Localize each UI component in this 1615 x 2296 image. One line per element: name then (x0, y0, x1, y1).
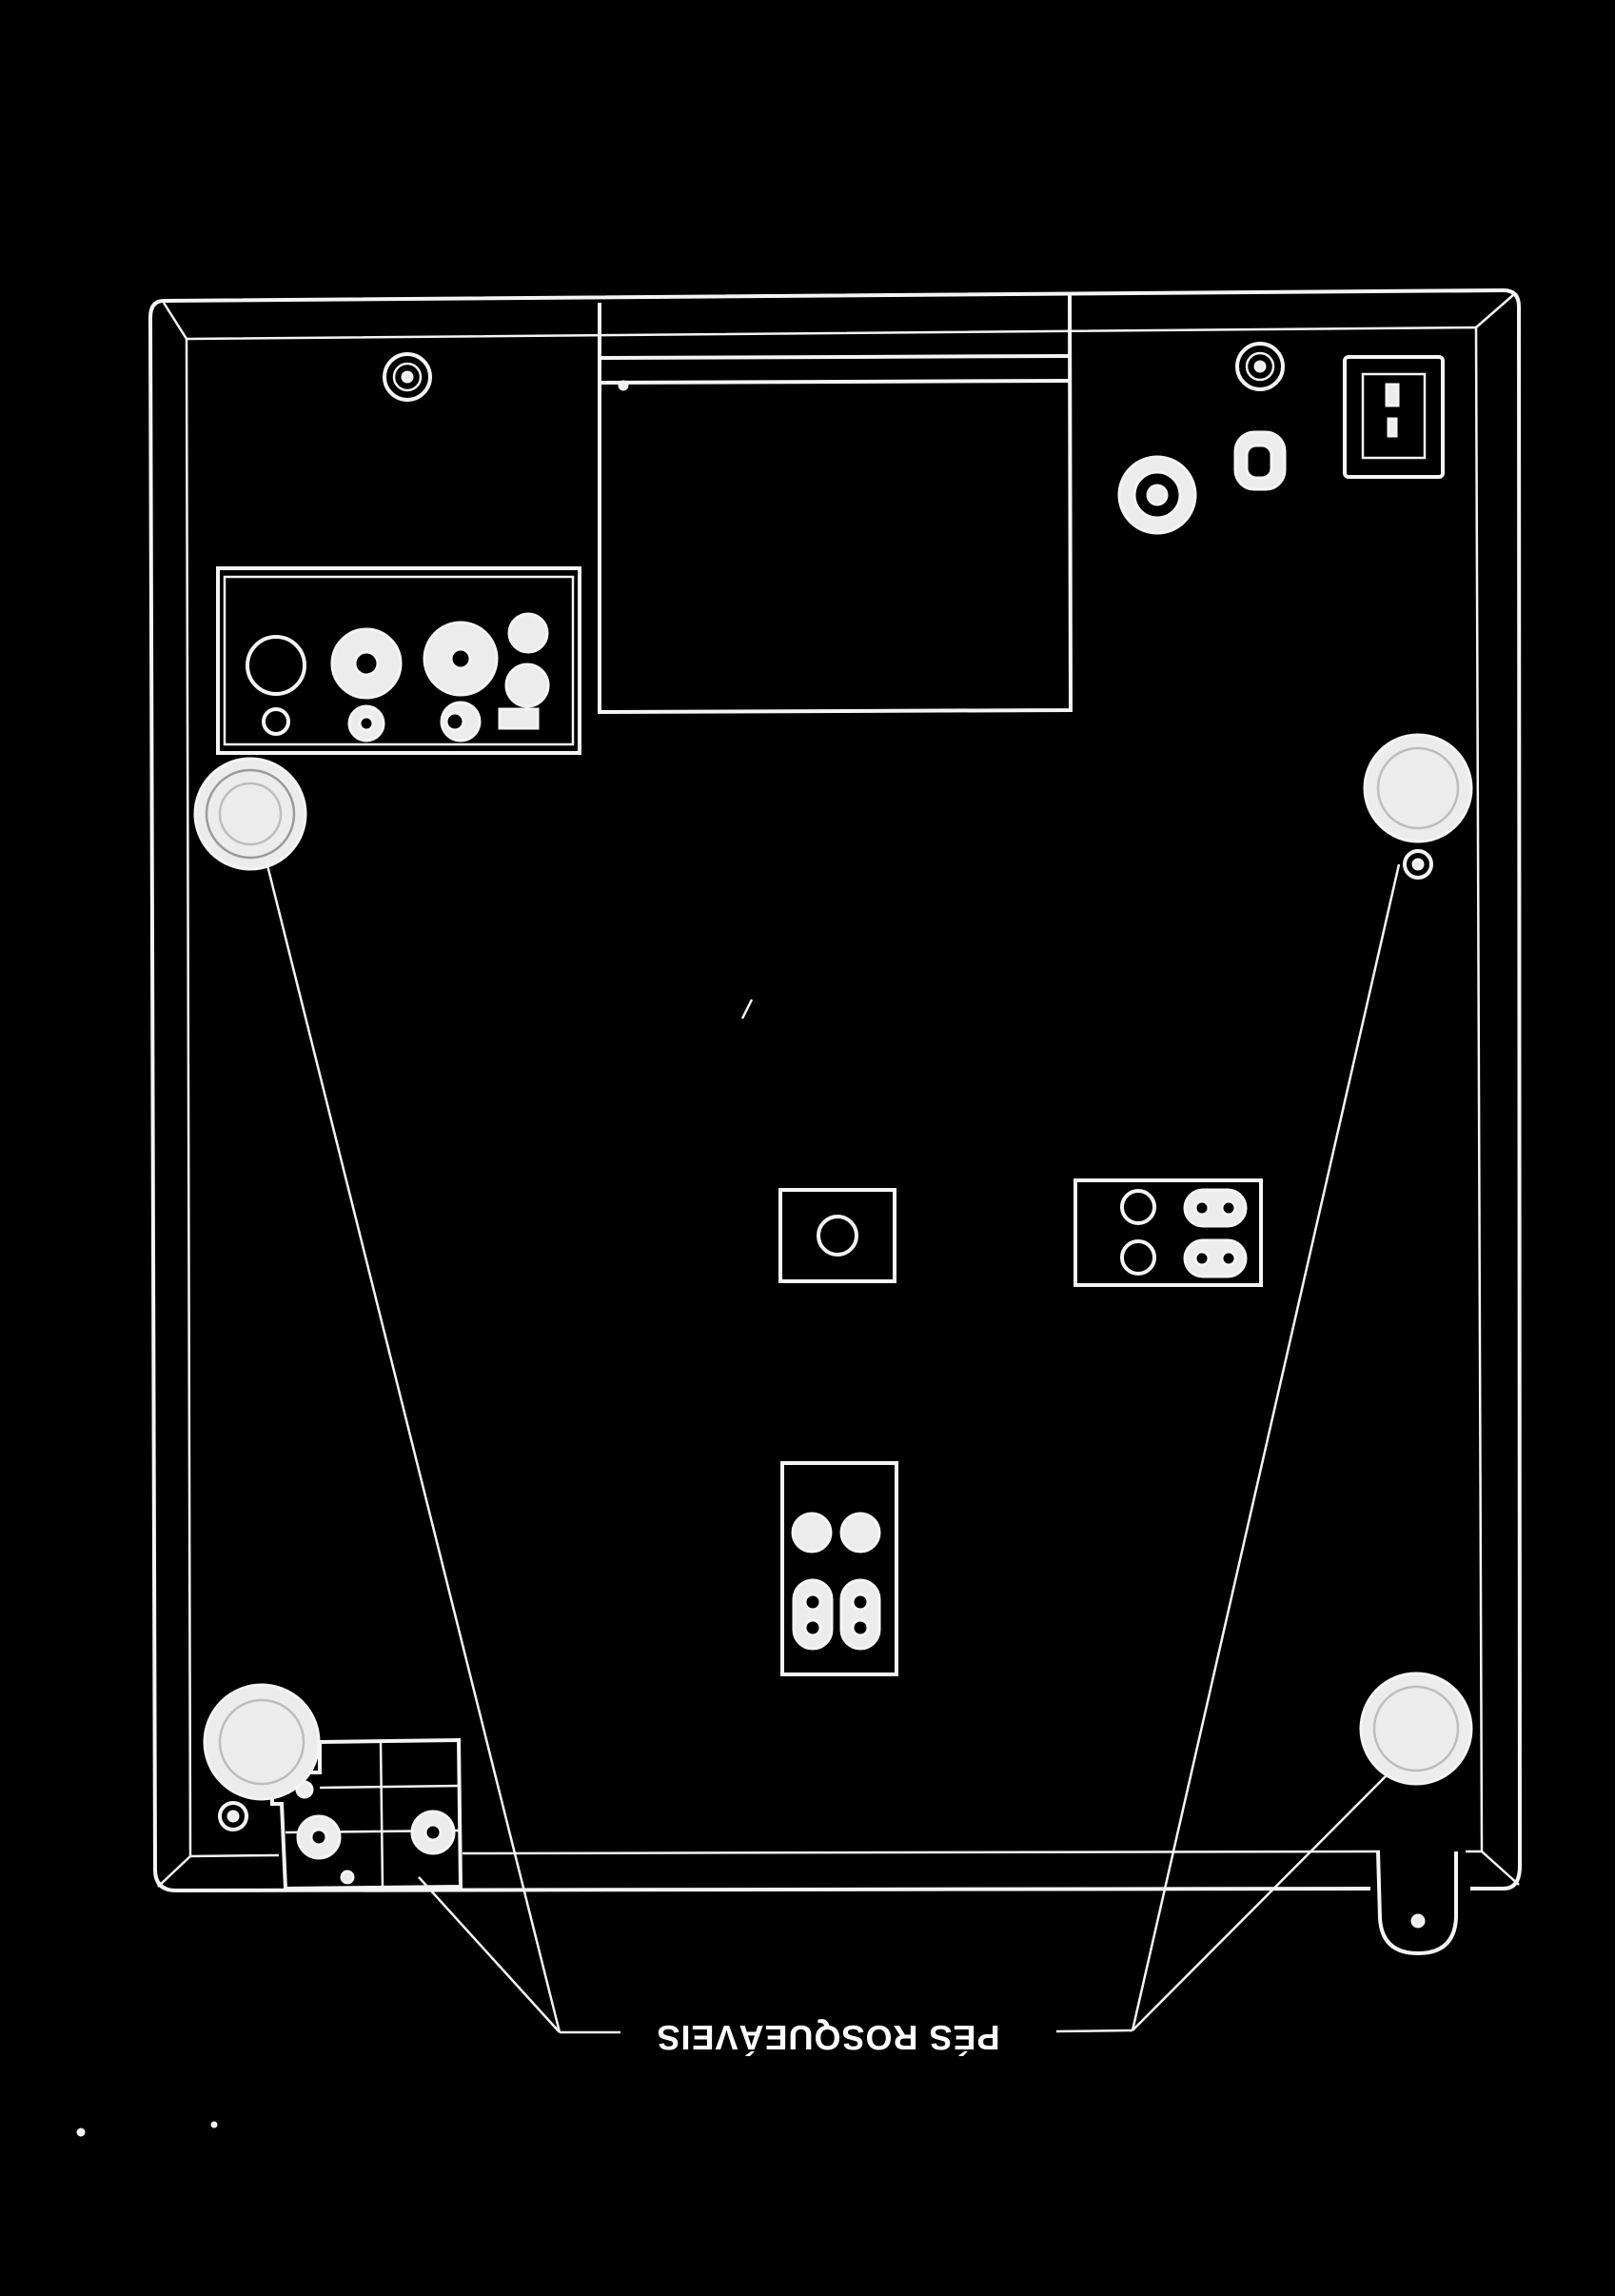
adjustable-foot-bottom-right (1359, 1672, 1473, 1786)
four-hole-plate (1073, 1178, 1263, 1287)
round-connector (1117, 455, 1197, 535)
callout-caption: PÉS ROSQUEÁVEIS (656, 2018, 1000, 2057)
callout-leader-lines (265, 861, 1401, 2034)
screw-top-right (1235, 342, 1285, 391)
scan-specks (76, 999, 754, 2137)
power-switch (1343, 355, 1445, 479)
mounting-tab (1376, 1851, 1458, 1956)
center-plate (778, 1188, 896, 1283)
fuse-holder (1233, 430, 1287, 491)
connector-panel (216, 566, 581, 755)
housing-outline (148, 287, 1523, 1893)
screw-top-left (383, 352, 432, 402)
adjustable-foot-bottom-left (203, 1683, 321, 1831)
adjustable-foot-top-right (1363, 733, 1473, 880)
adjustable-foot-top-left (193, 757, 307, 871)
top-center-panel (598, 294, 1073, 715)
vertical-plate (780, 1461, 898, 1676)
